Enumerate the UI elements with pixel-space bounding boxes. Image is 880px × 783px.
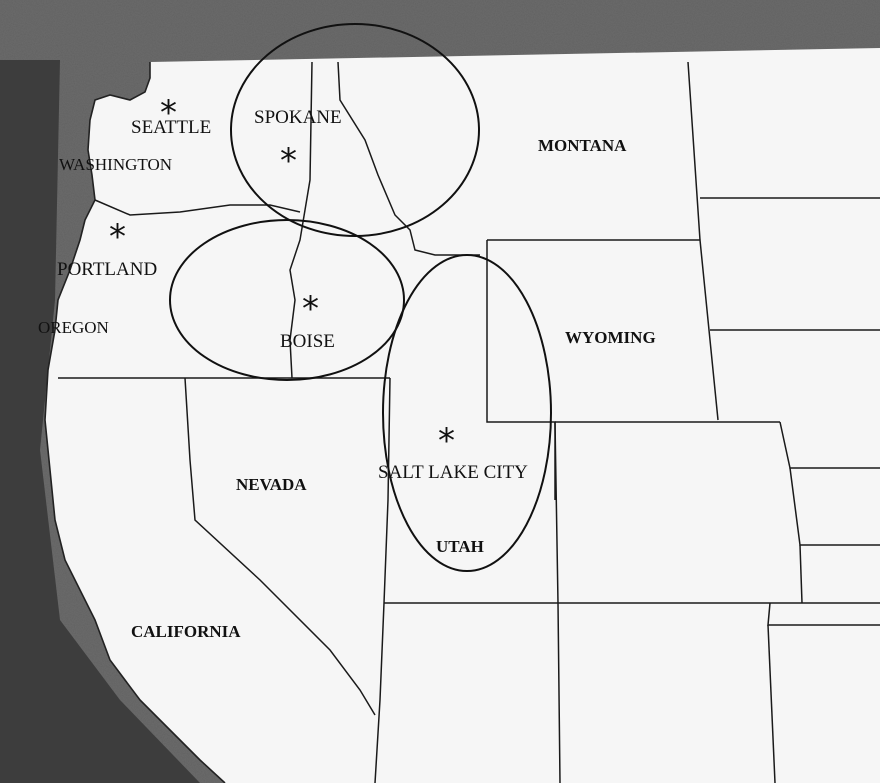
state-label-california: CALIFORNIA [131,622,241,641]
boise-marker-icon: * [302,289,319,329]
portland-label: PORTLAND [57,259,157,280]
land-area [45,48,880,783]
spokane-marker-icon: * [280,141,297,181]
coastal-water-shading [0,60,200,783]
coastline [44,62,226,783]
boise-coverage-ring [169,219,405,381]
spokane-coverage-ring [230,23,480,237]
seattle-label: SEATTLE [131,117,211,138]
state-label-nevada: NEVADA [236,475,307,494]
state-label-montana: MONTANA [538,136,627,155]
portland-marker-icon: * [109,217,126,257]
state-label-oregon: OREGON [38,318,109,337]
boise-label: BOISE [280,331,335,352]
state-label-washington: WASHINGTON [59,155,172,174]
spokane-label: SPOKANE [254,107,342,128]
state-label-wyoming: WYOMING [565,328,656,347]
seattle-marker-icon: * [160,93,177,133]
salt-lake-city-marker-icon: * [438,421,455,461]
state-label-utah: UTAH [436,537,484,556]
salt-lake-city-label: SALT LAKE CITY [378,462,528,483]
salt-lake-coverage-ring [382,254,552,572]
